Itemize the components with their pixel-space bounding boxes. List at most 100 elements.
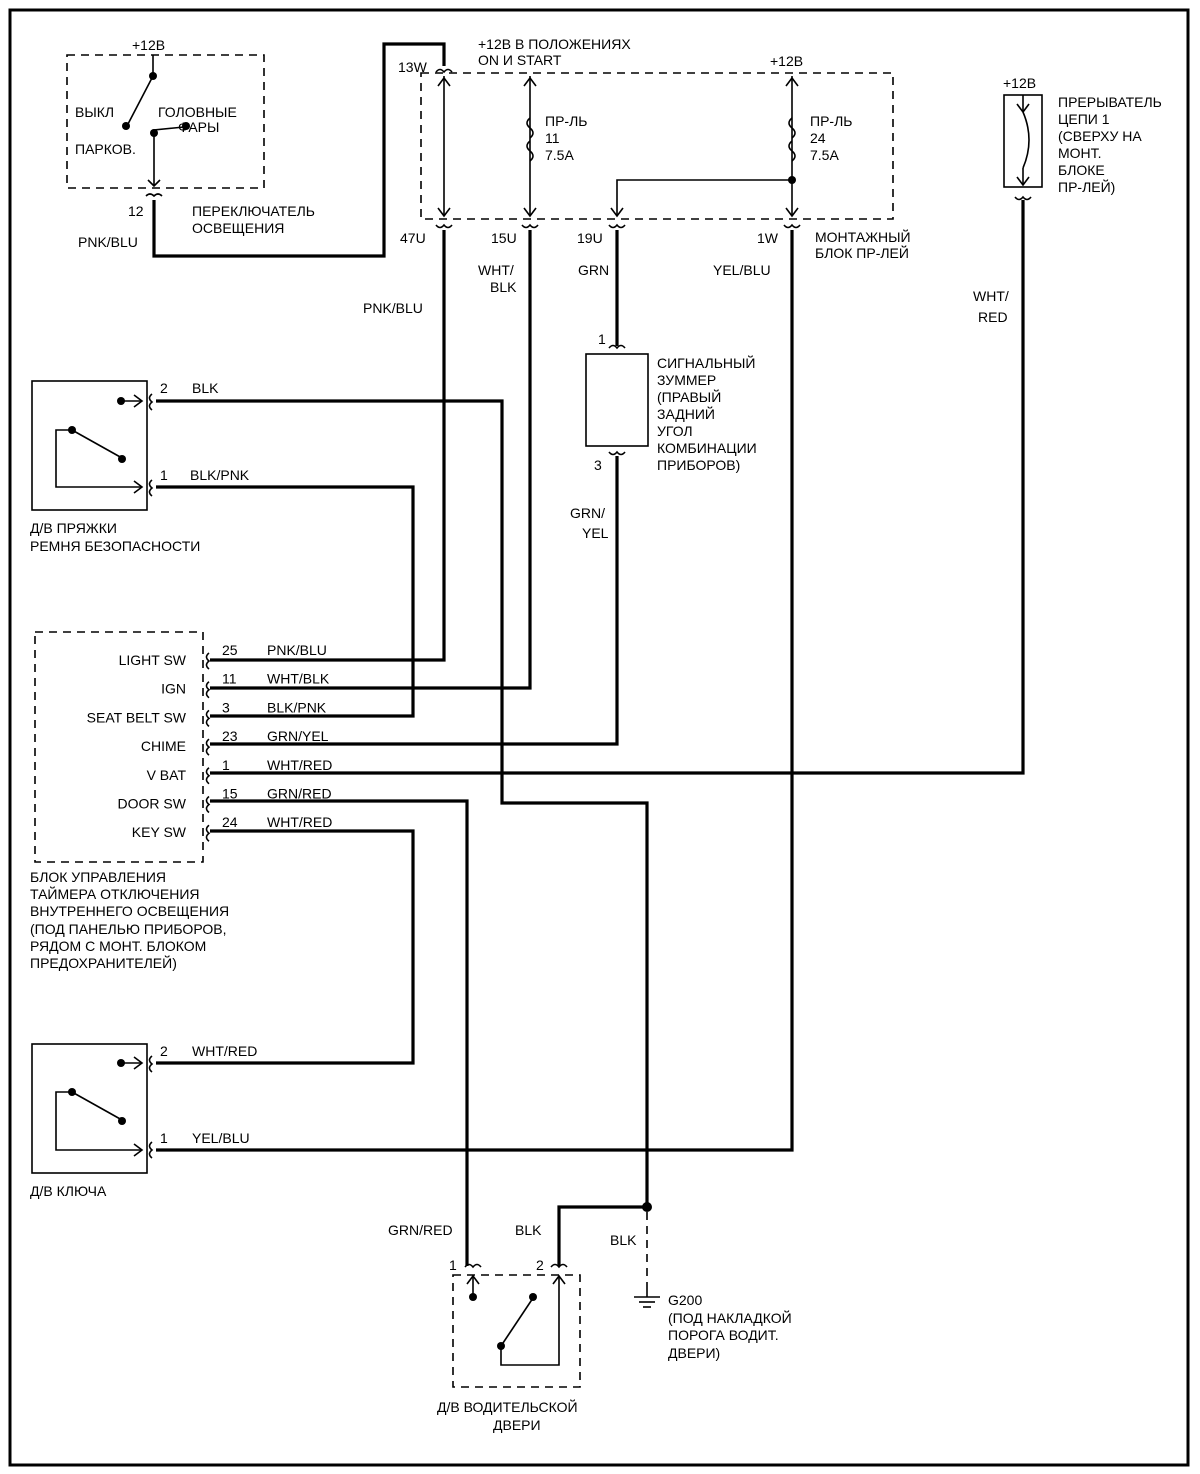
key-switch: 2 WHT/RED 1 YEL/BLU Д/В КЛЮЧА bbox=[30, 1043, 257, 1199]
timer-pin-wire: BLK/PNK bbox=[267, 699, 327, 715]
wire-blkpnk-seatbelt bbox=[156, 485, 415, 718]
timer-pin-name: V BAT bbox=[147, 767, 187, 783]
wire-label-whtblk: WHT/ bbox=[478, 262, 514, 278]
timer-title-5: РЯДОМ С МОНТ. БЛОКОМ bbox=[30, 938, 206, 954]
light-switch-title-2: ОСВЕЩЕНИЯ bbox=[192, 220, 284, 236]
wire-label-yelblu-top: YEL/BLU bbox=[713, 262, 771, 278]
interior-light-timer-unit: LIGHT SW 25 PNK/BLU IGN 11 WHT/BLK SEAT BELT S… bbox=[30, 631, 332, 971]
timer-pin-number: 25 bbox=[222, 642, 238, 658]
timer-pin-number: 3 bbox=[222, 699, 230, 715]
wire-label-grn: GRN bbox=[578, 262, 609, 278]
switch-headlights-label: ГОЛОВНЫЕ bbox=[158, 104, 237, 120]
wire-label-blk-ground: BLK bbox=[610, 1232, 637, 1248]
buckle-pin-1: 1 bbox=[160, 467, 168, 483]
timer-pin-wire: GRN/YEL bbox=[267, 728, 329, 744]
cb-title-2: ЦЕПИ 1 bbox=[1058, 111, 1110, 127]
buzzer-title-5: УГОЛ bbox=[657, 423, 693, 439]
timer-pin-row: IGN 11 WHT/BLK bbox=[161, 671, 330, 699]
timer-pin-row: DOOR SW 15 GRN/RED bbox=[118, 786, 332, 814]
fuse24-number: 24 bbox=[810, 130, 826, 146]
fuse11-number: 11 bbox=[545, 130, 560, 146]
door-pin-1: 1 bbox=[449, 1257, 457, 1273]
timer-pin-number: 24 bbox=[222, 814, 238, 830]
light-switch-pin: 12 bbox=[128, 203, 144, 219]
wire-label-grnyel: GRN/ bbox=[570, 505, 605, 521]
g200-location-3: ДВЕРИ) bbox=[668, 1345, 720, 1361]
relay-box: +12В В ПОЛОЖЕНИЯХ ON И START 13W ПР-ЛЬ 1… bbox=[398, 36, 911, 261]
wire-pnkblu-lightsw bbox=[210, 230, 446, 662]
g200-location: (ПОД НАКЛАДКОЙ bbox=[668, 1309, 792, 1326]
g200-location-2: ПОРОГА ВОДИТ. bbox=[668, 1327, 779, 1343]
wire-whtred-vbat bbox=[210, 200, 1025, 775]
wire-grnyel-chime bbox=[210, 456, 619, 746]
fuse24-label: ПР-ЛЬ bbox=[810, 113, 852, 129]
buckle-pin-2: 2 bbox=[160, 380, 168, 396]
cb-title-5: БЛОКЕ bbox=[1058, 162, 1105, 178]
timer-pin-name: DOOR SW bbox=[118, 796, 187, 812]
cb-title: ПРЕРЫВАТЕЛЬ bbox=[1058, 94, 1162, 110]
wire-grnred-door bbox=[210, 799, 469, 1266]
fuse24-rating: 7.5A bbox=[810, 147, 839, 163]
circuit-breaker: +12В ПРЕРЫВАТЕЛЬ ЦЕПИ 1 (СВЕРХУ НА МОНТ.… bbox=[973, 75, 1162, 325]
wire-label-whtred-cb-2: RED bbox=[978, 309, 1008, 325]
timer-pin-name: IGN bbox=[161, 681, 186, 697]
wire-label-blk-bottom: BLK bbox=[515, 1222, 542, 1238]
wire-blk-door-ground bbox=[557, 1205, 647, 1266]
buzzer-title-6: КОМБИНАЦИИ bbox=[657, 440, 757, 456]
cb-title-3: (СВЕРХУ НА bbox=[1058, 128, 1142, 144]
timer-pin-name: SEAT BELT SW bbox=[87, 709, 187, 725]
chime-buzzer: 1 3 СИГНАЛЬНЫЙ ЗУММЕР (ПРАВЫЙ ЗАДНИЙ УГО… bbox=[570, 331, 757, 541]
buckle-wire-1: BLK/PNK bbox=[190, 467, 250, 483]
buzzer-title-2: ЗУММЕР bbox=[657, 372, 716, 388]
relay-pin-47u: 47U bbox=[400, 230, 426, 246]
timer-pin-row: LIGHT SW 25 PNK/BLU bbox=[119, 642, 327, 670]
buckle-wire-2: BLK bbox=[192, 380, 219, 396]
relay-pin-1w: 1W bbox=[757, 230, 779, 246]
timer-pin-number: 15 bbox=[222, 786, 238, 802]
timer-pin-wire: PNK/BLU bbox=[267, 642, 327, 658]
seat-belt-buckle-switch: 2 BLK 1 BLK/PNK Д/В ПРЯЖКИ РЕМНЯ БЕЗОПАС… bbox=[30, 380, 250, 554]
timer-pin-number: 11 bbox=[222, 671, 237, 687]
switch-off-label: ВЫКЛ bbox=[75, 104, 114, 120]
relay-pin-13w: 13W bbox=[398, 59, 428, 75]
wire-label-whtblk-2: BLK bbox=[490, 279, 517, 295]
g200-label: G200 bbox=[668, 1292, 702, 1308]
timer-title-2: ТАЙМЕРА ОТКЛЮЧЕНИЯ bbox=[30, 885, 200, 902]
ignition-label: +12В В ПОЛОЖЕНИЯХ bbox=[478, 36, 631, 52]
wire-blk-buckle-ground bbox=[156, 399, 649, 1207]
door-title: Д/В ВОДИТЕЛЬСКОЙ bbox=[437, 1398, 578, 1415]
timer-pin-name: KEY SW bbox=[132, 824, 187, 840]
buzzer-title-3: (ПРАВЫЙ bbox=[657, 388, 721, 405]
buzzer-title-4: ЗАДНИЙ bbox=[657, 405, 715, 422]
wire-pnkblu-headlight bbox=[152, 42, 446, 258]
key-wire-1: YEL/BLU bbox=[192, 1130, 250, 1146]
timer-pin-name: LIGHT SW bbox=[119, 652, 187, 668]
light-switch: +12В ВЫКЛ ГОЛОВНЫЕ ФАРЫ ПАРКОВ. 12 ПЕРЕК… bbox=[66, 37, 315, 250]
relay-box-title-2: БЛОК ПР-ЛЕЙ bbox=[815, 244, 909, 261]
ignition-label-2: ON И START bbox=[478, 52, 562, 68]
buckle-title: Д/В ПРЯЖКИ bbox=[30, 520, 117, 536]
switch-parking-label: ПАРКОВ. bbox=[75, 141, 136, 157]
ground-g200: BLK G200 (ПОД НАКЛАДКОЙ ПОРОГА ВОДИТ. ДВ… bbox=[610, 1202, 792, 1361]
timer-pin-wire: WHT/RED bbox=[267, 757, 332, 773]
v12-label-cb: +12В bbox=[1003, 75, 1036, 91]
cb-title-6: ПР-ЛЕЙ) bbox=[1058, 178, 1115, 195]
wire-whtred-keysw bbox=[156, 829, 415, 1065]
timer-pin-number: 23 bbox=[222, 728, 238, 744]
wires bbox=[152, 42, 1025, 1266]
timer-title-3: ВНУТРЕННЕГО ОСВЕЩЕНИЯ bbox=[30, 903, 229, 919]
buzzer-title-7: ПРИБОРОВ) bbox=[657, 457, 740, 473]
timer-pin-row: SEAT BELT SW 3 BLK/PNK bbox=[87, 699, 327, 728]
v12-label-fuse24: +12В bbox=[770, 53, 803, 69]
timer-pin-wire: GRN/RED bbox=[267, 786, 332, 802]
timer-title-4: (ПОД ПАНЕЛЬЮ ПРИБОРОВ, bbox=[30, 921, 226, 937]
wire-label-whtred-cb: WHT/ bbox=[973, 288, 1009, 304]
wire-whtblk-ign bbox=[210, 230, 532, 690]
relay-pin-15u: 15U bbox=[491, 230, 517, 246]
wire-yelblu-key bbox=[156, 230, 794, 1152]
timer-pin-wire: WHT/BLK bbox=[267, 671, 330, 687]
door-title-2: ДВЕРИ bbox=[493, 1417, 541, 1433]
key-wire-2: WHT/RED bbox=[192, 1043, 257, 1059]
